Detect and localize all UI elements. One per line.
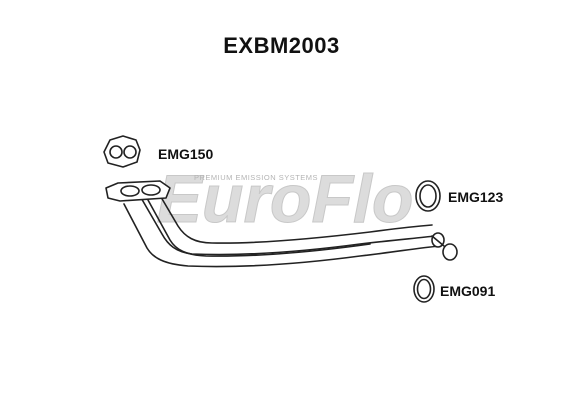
ring-small-part-label: EMG091 — [440, 283, 496, 299]
watermark-brand: EuroFlo — [157, 161, 414, 237]
sealing-ring-small-icon — [413, 275, 435, 303]
two-hole-flange-gasket-icon — [103, 135, 141, 168]
sealing-ring-large-icon — [415, 180, 441, 212]
exhaust-downpipe-icon — [105, 180, 458, 268]
part-number-title: EXBM2003 — [223, 33, 340, 58]
euroflo-watermark: EuroFlo PREMIUM EMISSION SYSTEMS — [156, 161, 414, 238]
watermark-tagline: PREMIUM EMISSION SYSTEMS — [194, 173, 318, 182]
gasket-part-label: EMG150 — [158, 146, 214, 162]
ring-large-part-label: EMG123 — [448, 189, 504, 205]
